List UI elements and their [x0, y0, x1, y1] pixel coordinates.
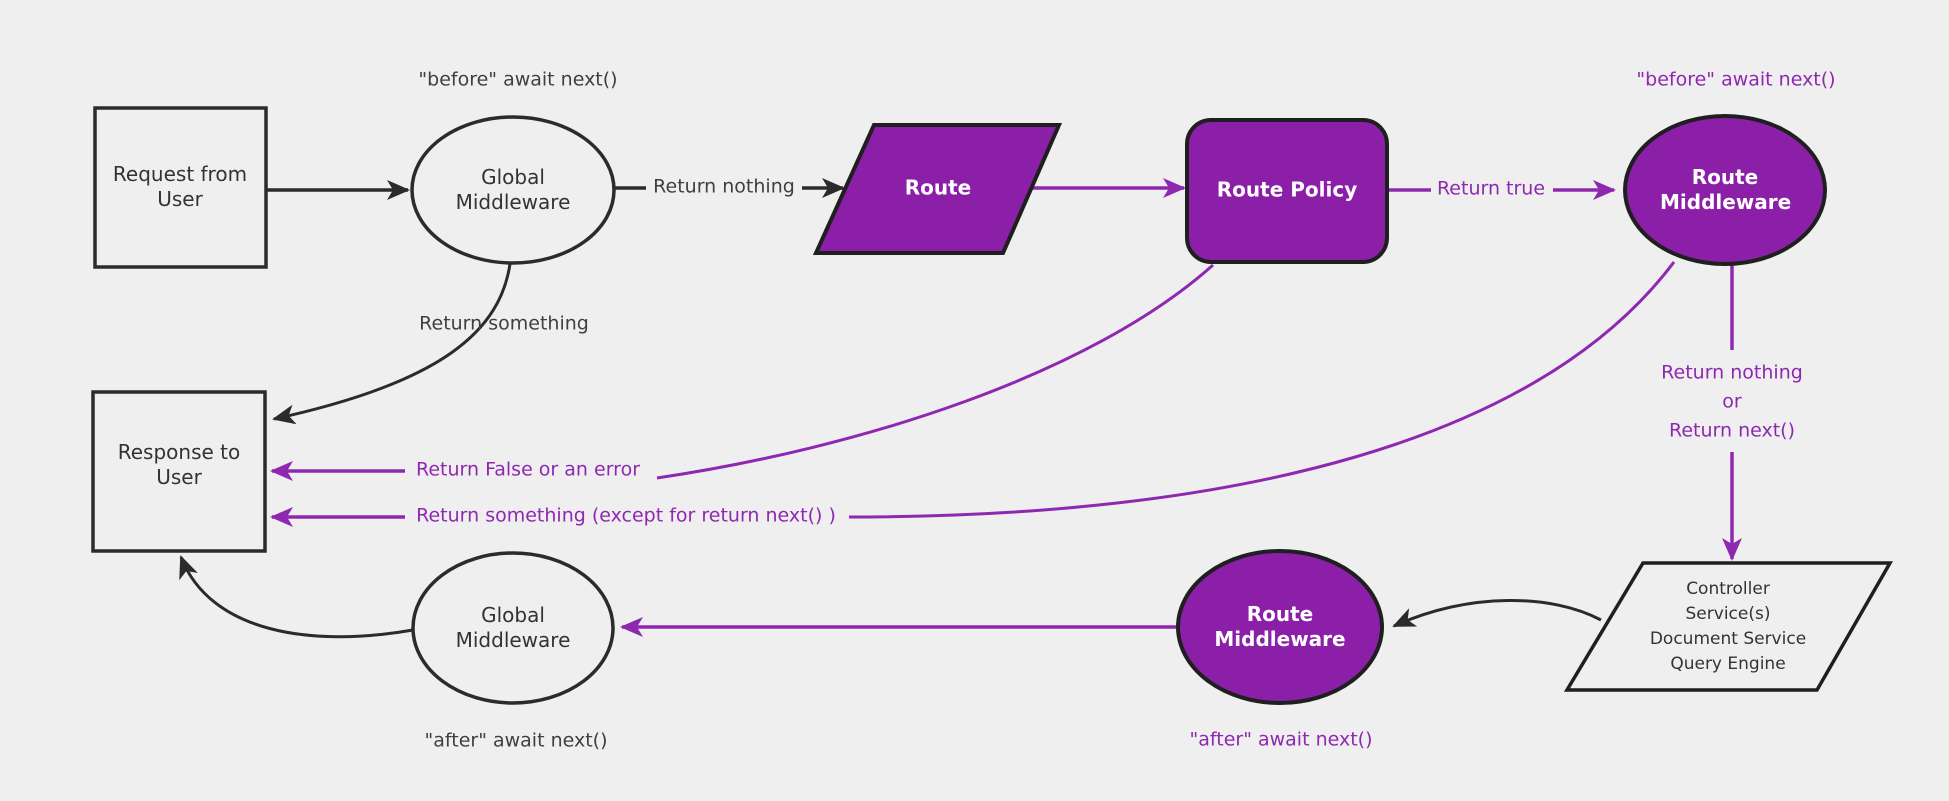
controller-line: Query Engine [1670, 654, 1786, 674]
before-await-next-global-label: "before" await next() [418, 68, 618, 91]
return-true-label: Return true [1436, 177, 1546, 200]
return-nothing-label: Return nothing [653, 175, 795, 198]
edge-controller-to-route-middleware-curve [1392, 598, 1602, 628]
route-middleware-bottom-ellipse [1176, 549, 1384, 705]
route-label: Route [904, 175, 972, 200]
controller-line: Service(s) [1685, 604, 1771, 624]
return-something-label: Return something [419, 312, 589, 335]
controller-line: Document Service [1649, 629, 1807, 649]
route-policy-label: Route Policy [1216, 177, 1358, 202]
route-policy-rounded-rect [1185, 118, 1389, 264]
controller-line: Controller [1686, 579, 1770, 599]
request-from-user-box [93, 106, 268, 269]
global-middleware-bottom-ellipse [411, 551, 615, 705]
route-parallelogram [812, 123, 1063, 255]
edge-return-something-except-curve [848, 261, 1676, 519]
after-await-next-global-label: "after" await next() [424, 729, 608, 752]
return-something-except-label: Return something (except for return next… [416, 504, 836, 527]
controller-services-label: Controller Service(s) Document Service Q… [1650, 577, 1806, 677]
response-to-user-label: Response to User [117, 440, 241, 489]
edge-global-bottom-to-response-curve [179, 555, 414, 639]
return-nothing-or-next-line: Return next() [1668, 419, 1796, 442]
controller-parallelogram [1563, 561, 1894, 692]
return-nothing-or-next-line: Return nothing [1661, 361, 1803, 384]
response-to-user-box [91, 390, 267, 553]
route-middleware-top-label: Route Middleware [1660, 165, 1792, 214]
global-middleware-bottom-label: Global Middleware [455, 603, 571, 652]
after-await-next-route-label: "after" await next() [1189, 728, 1373, 751]
return-nothing-or-next-label: Return nothing or Return next() [1661, 359, 1803, 446]
return-nothing-or-next-line: or [1722, 390, 1742, 413]
route-middleware-bottom-label: Route Middleware [1214, 602, 1346, 651]
edge-return-false-curve [656, 263, 1214, 480]
global-middleware-top-label: Global Middleware [455, 165, 571, 214]
before-await-next-route-label: "before" await next() [1636, 68, 1836, 91]
request-from-user-label: Request from User [112, 162, 248, 211]
return-false-or-error-label: Return False or an error [415, 458, 641, 481]
global-middleware-top-ellipse [410, 115, 616, 265]
edge-return-something-curve [272, 263, 512, 425]
route-middleware-top-ellipse [1623, 114, 1827, 266]
